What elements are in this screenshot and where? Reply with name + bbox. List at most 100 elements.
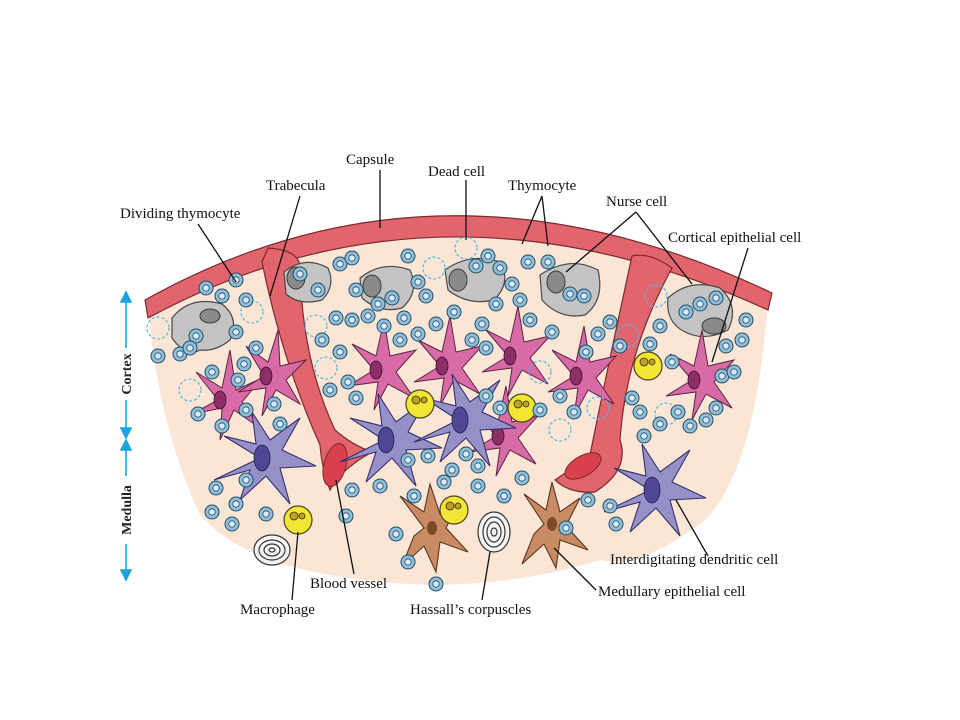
thymocyte-nucleus bbox=[566, 290, 574, 298]
thymocyte-nucleus bbox=[270, 400, 278, 408]
hassalls-corpuscle bbox=[253, 534, 291, 566]
thymocyte-nucleus bbox=[422, 292, 430, 300]
thymocyte-nucleus bbox=[712, 294, 720, 302]
thymocyte-nucleus bbox=[656, 322, 664, 330]
thymocyte-nucleus bbox=[262, 510, 270, 518]
leader-lines bbox=[197, 170, 749, 601]
leader-macrophage bbox=[291, 531, 299, 601]
thymocyte-nucleus bbox=[318, 336, 326, 344]
thymocyte-nucleus bbox=[738, 336, 746, 344]
leader-medullary-epithelial bbox=[553, 547, 597, 591]
thymocyte-nucleus bbox=[414, 278, 422, 286]
thymocyte-nucleus bbox=[194, 410, 202, 418]
thymocyte-nucleus bbox=[352, 286, 360, 294]
thymocyte-nucleus bbox=[242, 406, 250, 414]
thymocyte-nucleus bbox=[414, 330, 422, 338]
capsule bbox=[144, 215, 773, 319]
thymocyte-nucleus bbox=[516, 296, 524, 304]
cortical-epithelial-cell bbox=[481, 305, 552, 397]
thymocyte-nucleus bbox=[482, 392, 490, 400]
label-cortical-epithelial-cell: Cortical epithelial cell bbox=[668, 230, 801, 246]
thymocyte-nucleus bbox=[474, 482, 482, 490]
thymocyte-nucleus bbox=[432, 580, 440, 588]
thymocyte-nucleus bbox=[242, 476, 250, 484]
thymocyte-nucleus bbox=[686, 422, 694, 430]
dead-cell bbox=[422, 256, 446, 280]
leader-thymocyte-2 bbox=[541, 195, 549, 247]
dead-cell bbox=[586, 396, 610, 420]
thymocyte-nucleus bbox=[482, 344, 490, 352]
thymocyte-nucleus bbox=[448, 466, 456, 474]
thymocyte-nucleus bbox=[496, 404, 504, 412]
thymocyte-nucleus bbox=[606, 502, 614, 510]
thymocyte-nucleus bbox=[276, 420, 284, 428]
label-interdigitating-dendritic-cell: Interdigitating dendritic cell bbox=[610, 552, 778, 568]
thymocyte-nucleus bbox=[468, 336, 476, 344]
thymocyte-nucleus bbox=[202, 284, 210, 292]
dead-cell bbox=[548, 418, 572, 442]
thymocyte-nucleus bbox=[314, 286, 322, 294]
cortical-epithelial-cell bbox=[347, 319, 418, 411]
cortical-epithelial-cell bbox=[547, 325, 618, 417]
thymocyte-nucleus bbox=[570, 408, 578, 416]
thymocyte-nucleus bbox=[326, 386, 334, 394]
thymocyte-nucleus bbox=[496, 264, 504, 272]
thymocyte-nucleus bbox=[562, 524, 570, 532]
thymocyte-nucleus bbox=[696, 300, 704, 308]
thymocyte-nucleus bbox=[462, 450, 470, 458]
thymocyte-nucleus bbox=[536, 406, 544, 414]
thymocyte-nucleus bbox=[628, 394, 636, 402]
nurse-cell bbox=[171, 300, 235, 353]
medulla-axis-label: Medulla bbox=[120, 485, 135, 535]
thymocyte-nucleus bbox=[336, 348, 344, 356]
thymocyte-nucleus bbox=[380, 322, 388, 330]
thymocyte-nucleus bbox=[500, 492, 508, 500]
label-trabecula: Trabecula bbox=[266, 178, 326, 194]
thymocyte-nucleus bbox=[580, 292, 588, 300]
thymocyte-nucleus bbox=[218, 422, 226, 430]
thymocyte-nucleus bbox=[526, 316, 534, 324]
label-medullary-epithelial-cell: Medullary epithelial cell bbox=[598, 584, 745, 600]
leader-nurse-cell-2 bbox=[635, 211, 693, 285]
thymocyte-nucleus bbox=[392, 530, 400, 538]
leader-thymocyte-1 bbox=[521, 195, 543, 245]
dead-cell bbox=[616, 324, 640, 348]
blood-vessel bbox=[564, 452, 602, 480]
thymocyte-nucleus bbox=[228, 520, 236, 528]
label-dead-cell: Dead cell bbox=[428, 164, 485, 180]
thymocyte-nucleus bbox=[296, 270, 304, 278]
label-nurse-cell: Nurse cell bbox=[606, 194, 667, 210]
thymocytes bbox=[150, 248, 754, 592]
leader-nurse-cell-1 bbox=[565, 211, 637, 273]
thymocyte-nucleus bbox=[404, 252, 412, 260]
thymocyte-nucleus bbox=[400, 314, 408, 322]
hassalls-corpuscles bbox=[253, 511, 511, 566]
thymocyte-nucleus bbox=[478, 320, 486, 328]
medullary-epithelial-nuclei bbox=[427, 517, 557, 535]
thymocyte-nucleus bbox=[450, 308, 458, 316]
macrophage-inclusions bbox=[289, 357, 656, 521]
thymocyte-nucleus bbox=[492, 300, 500, 308]
hassalls-corpuscle bbox=[477, 511, 511, 553]
thymocyte-nucleus bbox=[388, 294, 396, 302]
thymocyte-nucleus bbox=[396, 336, 404, 344]
dead-cell bbox=[146, 316, 170, 340]
dead-cell bbox=[644, 284, 668, 308]
thymocyte-nucleus bbox=[640, 432, 648, 440]
thymocyte-nucleus bbox=[722, 342, 730, 350]
blood-vessel bbox=[322, 443, 348, 487]
cortical-epithelial-cell bbox=[413, 315, 484, 407]
thymocyte-nucleus bbox=[518, 474, 526, 482]
dead-cell bbox=[528, 360, 552, 384]
thymocyte-nucleus bbox=[484, 252, 492, 260]
nurse-cell-nuclei bbox=[199, 266, 727, 335]
leader-cortical-epithelial bbox=[711, 247, 749, 363]
thymocyte-nucleus bbox=[508, 280, 516, 288]
thymocyte-nucleus bbox=[376, 482, 384, 490]
thymocyte-nucleus bbox=[742, 316, 750, 324]
thymocyte-nucleus bbox=[636, 408, 644, 416]
thymocyte-nucleus bbox=[656, 420, 664, 428]
thymocyte-nucleus bbox=[348, 316, 356, 324]
leader-trabecula bbox=[269, 195, 301, 297]
thymocyte-nucleus bbox=[472, 262, 480, 270]
